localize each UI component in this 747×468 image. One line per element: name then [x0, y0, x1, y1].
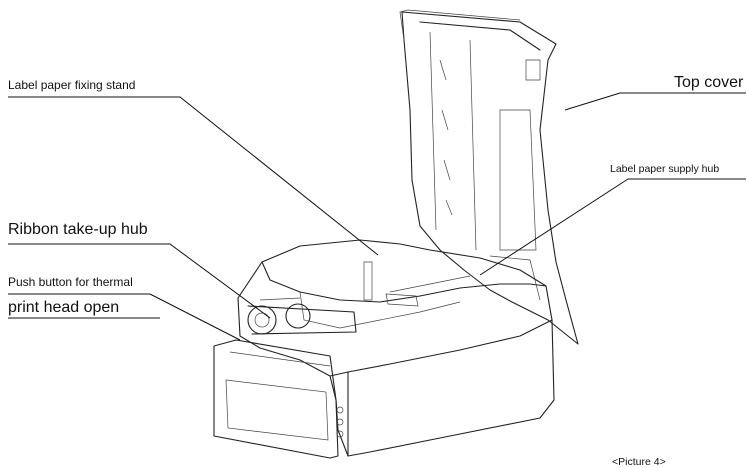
label-paper-fixing-stand-label: Label paper fixing stand — [8, 78, 136, 92]
push-button-label-line2: print head open — [8, 299, 120, 316]
top-cover-label: Top cover — [674, 74, 744, 91]
label-paper-supply-hub-label: Label paper supply hub — [610, 163, 720, 175]
picture-caption: <Picture 4> — [612, 456, 666, 468]
ribbon-take-up-hub-label: Ribbon take-up hub — [8, 221, 148, 238]
leader-lines — [8, 92, 746, 341]
push-button-label-line1: Push button for thermal — [8, 275, 133, 289]
top-cover-shape — [399, 9, 579, 345]
printer-body-shape — [213, 239, 555, 459]
